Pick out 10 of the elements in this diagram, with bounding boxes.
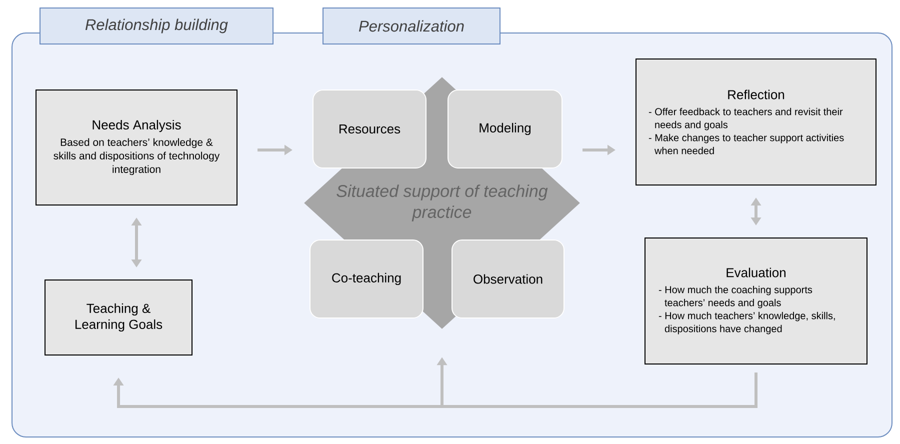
tab-label: Personalization — [322, 8, 500, 44]
rounded-box: Observation — [452, 240, 564, 318]
process-box: Teaching & Learning Goals — [44, 280, 192, 356]
tab-label: Relationship building — [40, 8, 274, 44]
process-box: Needs Analysis Based on teachers’ knowledge & skills and dispositions of technology integration — [36, 90, 238, 206]
process-box: Evaluation - How much the coaching supports teachers’ needs and goals - How much teachers’ knowledge, skills, dispositions have changed — [644, 238, 868, 364]
rounded-box: Modeling — [448, 90, 562, 168]
rounded-box: Resources — [312, 90, 426, 168]
process-box: Reflection - Offer feedback to teachers and revisit their needs and goals - Make changes to teacher support activities when needed — [636, 58, 876, 186]
rounded-box: Co-teaching — [310, 240, 424, 318]
